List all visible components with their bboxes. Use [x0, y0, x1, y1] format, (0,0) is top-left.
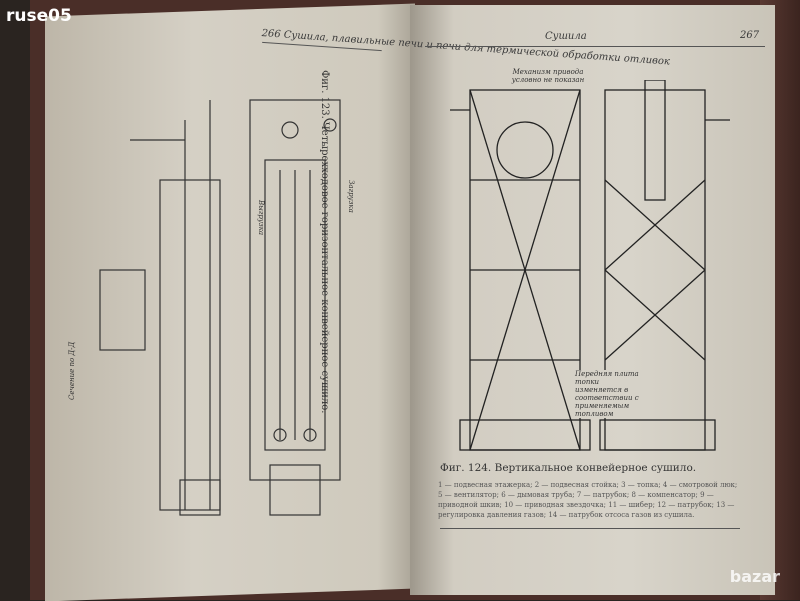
watermark: ruse05 [6, 6, 72, 26]
load-label: Загрузка [347, 180, 355, 213]
right-page-number: 267 [740, 30, 760, 41]
right-page [410, 5, 775, 595]
drive-note: Механизм привода условно не показан [511, 68, 585, 84]
right-running-head: Сушила [545, 31, 587, 42]
unload-label: Выгрузка [257, 200, 265, 236]
section-label: Сечение по Д-Д [68, 341, 76, 400]
plate-note: Передняя плита топки изменяется в соотве… [575, 370, 645, 418]
figure-124-legend: 1 — подвесная этажерка; 2 — подвесная ст… [438, 481, 738, 519]
figure-124-caption: Фиг. 124. Вертикальное конвейерное сушил… [440, 462, 697, 474]
figure-123-caption: Фиг. 123. Четырехходовое горизонтальное … [319, 70, 330, 414]
header-rule [425, 46, 765, 47]
footer-rule [440, 528, 740, 529]
left-technical-drawing [99, 99, 341, 516]
right-technical-drawing [450, 80, 730, 451]
bazar-watermark: bazar [729, 567, 780, 586]
